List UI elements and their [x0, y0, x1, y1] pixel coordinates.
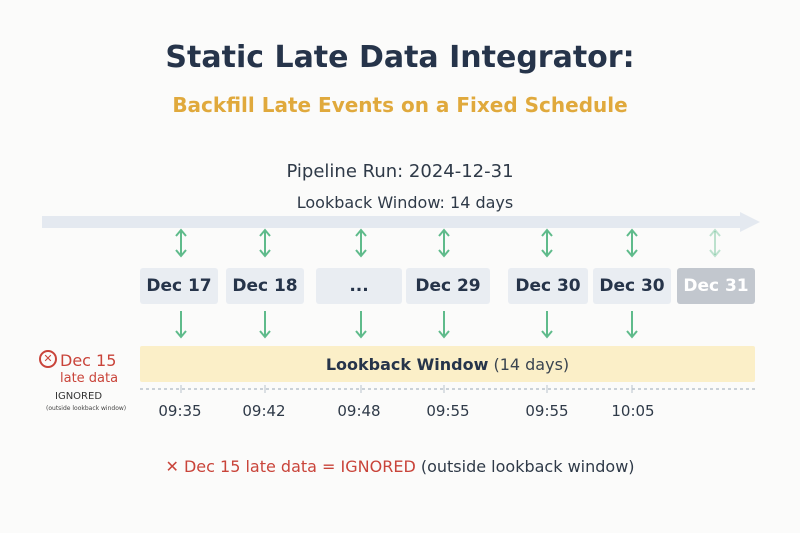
summary-note: (outside lookback window)	[420, 457, 635, 476]
arrowhead	[438, 330, 450, 339]
date-box: Dec 30	[508, 268, 588, 304]
arrowhead	[438, 228, 450, 237]
arrowhead	[709, 228, 721, 237]
event-time: 09:55	[525, 402, 569, 420]
arrowhead	[355, 228, 367, 237]
date-box: Dec 30	[593, 268, 671, 304]
timeline-arrow	[42, 212, 760, 232]
arrowhead	[175, 228, 187, 237]
arrowhead	[259, 228, 271, 237]
date-box: Dec 29	[406, 268, 490, 304]
lookback-window-band	[140, 346, 755, 382]
event-time: 09:42	[242, 402, 286, 420]
ignored-note: (outside lookback window)	[46, 405, 127, 412]
event-time: 09:48	[337, 402, 381, 420]
arrowhead	[259, 249, 271, 258]
lookback-window-label: Lookback Window: 14 days	[296, 193, 514, 212]
lookback-window-title: Lookback Window	[325, 355, 489, 374]
arrowhead	[541, 330, 553, 339]
event-time: 09:55	[426, 402, 470, 420]
summary-line: ✕ Dec 15 late data = IGNORED (outside lo…	[0, 457, 800, 476]
arrowhead	[626, 249, 638, 258]
lookback-window-days: (14 days)	[493, 355, 570, 374]
arrowhead	[175, 330, 187, 339]
summary-main: Dec 15 late data = IGNORED	[183, 457, 416, 476]
arrowhead	[259, 330, 271, 339]
date-box: Dec 18	[226, 268, 304, 304]
arrowhead	[175, 249, 187, 258]
diagram-subtitle: Backfill Late Events on a Fixed Schedule	[172, 93, 628, 117]
event-time: 10:05	[611, 402, 655, 420]
arrowhead	[541, 228, 553, 237]
diagram-title: Static Late Data Integrator:	[165, 40, 635, 75]
arrowhead	[355, 249, 367, 258]
late-data-label: late data	[60, 371, 119, 386]
arrowhead	[438, 249, 450, 258]
x-circle-icon: ✕	[39, 350, 57, 368]
arrowhead	[541, 249, 553, 258]
pipeline-run-label: Pipeline Run: 2024-12-31	[286, 161, 514, 182]
arrowhead	[626, 330, 638, 339]
date-box: ...	[316, 268, 402, 304]
arrowhead	[709, 249, 721, 258]
late-data-date: Dec 15	[60, 351, 117, 370]
ignored-status: IGNORED	[55, 391, 103, 402]
date-box: Dec 17	[140, 268, 218, 304]
lookback-window-text: Lookback Window (14 days)	[140, 355, 755, 374]
arrowhead	[355, 330, 367, 339]
date-box-run-day: Dec 31	[677, 268, 755, 304]
event-time: 09:35	[158, 402, 202, 420]
x-icon: ✕	[165, 457, 179, 476]
arrowhead	[626, 228, 638, 237]
